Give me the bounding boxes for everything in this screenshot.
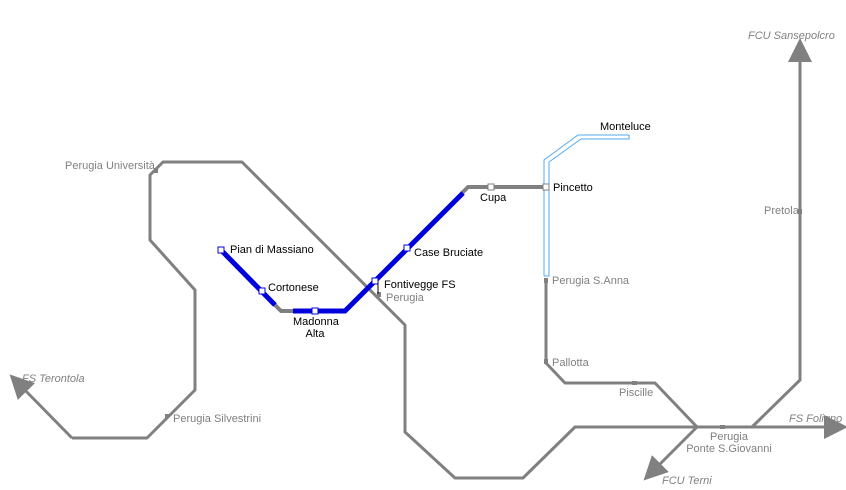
label-monteluce: Monteluce <box>600 121 651 133</box>
label-pretola: Pretola <box>764 205 799 217</box>
label-cortonese: Cortonese <box>268 282 319 294</box>
label-ponte-1: Perugia <box>710 431 748 443</box>
label-pian-di-massiano: Pian di Massiano <box>230 244 314 256</box>
station-ponte-sgiovanni[interactable] <box>720 425 725 429</box>
label-cupa: Cupa <box>480 192 507 204</box>
terni-branch <box>643 425 699 481</box>
station-silvestrini[interactable] <box>165 414 169 418</box>
fs-rail-line <box>72 38 812 480</box>
label-silvestrini: Perugia Silvestrini <box>173 413 262 425</box>
label-universita: Perugia Università <box>65 160 155 172</box>
station-fontivegge[interactable] <box>371 277 379 285</box>
dest-foligno: FS Foligno <box>789 413 843 425</box>
metro-line-main <box>293 191 465 314</box>
label-perugia-fs: Perugia <box>386 292 424 304</box>
label-fontivegge: Fontivegge FS <box>384 279 456 291</box>
label-madonna: Madonna <box>293 316 339 328</box>
station-pallotta[interactable] <box>544 359 548 364</box>
station-pretola[interactable] <box>798 209 802 214</box>
station-santanna[interactable] <box>544 278 548 283</box>
station-cupa[interactable] <box>487 183 495 191</box>
label-santanna: Perugia S.Anna <box>552 275 630 287</box>
madonna-gap <box>273 303 293 313</box>
station-pian-di-massiano[interactable] <box>217 246 225 254</box>
monteluce-planned-line <box>543 134 630 277</box>
label-ponte-2: Ponte S.Giovanni <box>686 443 772 455</box>
label-pincetto: Pincetto <box>553 182 593 194</box>
station-piscille[interactable] <box>632 381 637 385</box>
label-piscille: Piscille <box>619 387 654 399</box>
dest-terontola: FS Terontola <box>22 373 85 385</box>
label-case-bruciate: Case Bruciate <box>414 247 484 259</box>
station-cortonese[interactable] <box>258 287 266 295</box>
station-perugia-fs[interactable] <box>377 292 381 297</box>
cupa-segment <box>460 185 546 195</box>
fcu-line <box>544 278 699 429</box>
label-pallotta: Pallotta <box>552 357 589 369</box>
station-universita[interactable] <box>154 168 158 173</box>
metro-line-west <box>219 248 277 307</box>
dest-sansepolcro: FCU Sansepolcro <box>748 30 835 42</box>
label-alta: Alta <box>305 328 325 340</box>
terontola-branch <box>9 374 74 440</box>
dest-terni: FCU Terni <box>662 475 712 487</box>
station-case-bruciate[interactable] <box>403 244 411 252</box>
station-madonna-alta[interactable] <box>311 307 319 315</box>
station-pincetto[interactable] <box>542 183 550 191</box>
